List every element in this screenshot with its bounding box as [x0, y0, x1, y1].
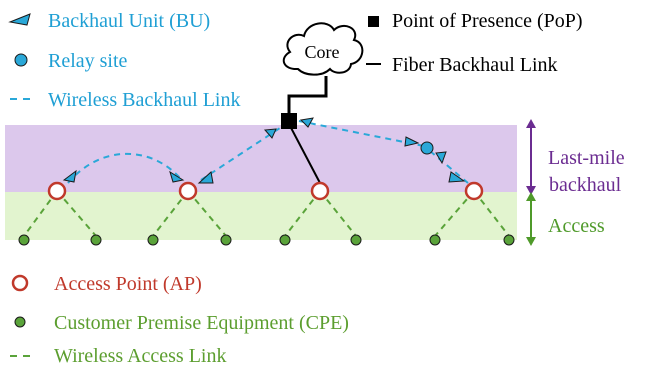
- backhaul-link-relay-ap4: [429, 150, 469, 184]
- legend-access-point-label: Access Point (AP): [54, 273, 202, 295]
- last-mile-band: [5, 125, 517, 192]
- backhaul-unit-icon: [435, 151, 447, 165]
- backhaul-unit-icon: [62, 169, 77, 183]
- backhaul-units: [62, 117, 466, 184]
- core-fiber-link: [287, 76, 328, 113]
- access-point-node: [464, 181, 484, 201]
- pop-square-icon: [368, 16, 379, 27]
- legend-cpe: Customer Premise Equipment (CPE): [14, 312, 349, 334]
- arrow-up-icon: [526, 192, 536, 201]
- legend-relay-site-label: Relay site: [48, 50, 128, 72]
- arrow-down-icon: [526, 186, 536, 195]
- access-link: [187, 190, 227, 237]
- legend-backhaul-unit: Backhaul Unit (BU): [8, 10, 210, 32]
- legend-pop-label: Point of Presence (PoP): [392, 10, 583, 32]
- backhaul-unit-icon: [448, 171, 466, 183]
- access-bracket: [526, 192, 536, 246]
- cpe-icon: [14, 316, 26, 328]
- backhaul-unit-icon: [169, 170, 185, 183]
- access-link: [56, 190, 97, 237]
- access-point-icon: [11, 274, 29, 292]
- cloud-icon: [282, 22, 364, 76]
- legend-wireless-access-link-label: Wireless Access Link: [54, 345, 226, 367]
- last-mile-label-line2: backhaul: [549, 174, 622, 196]
- access-link: [473, 190, 510, 237]
- fiber-link-pop-ap3: [288, 123, 321, 184]
- core-cloud: Core: [282, 22, 364, 76]
- access-point-node: [310, 181, 330, 201]
- legend-point-of-presence: Point of Presence (PoP): [368, 10, 583, 32]
- cpe-node: [90, 234, 102, 246]
- arrow-down-icon: [526, 237, 536, 246]
- backhaul-unit-icon: [8, 13, 31, 26]
- cpe-node: [429, 234, 441, 246]
- backhaul-unit-icon: [263, 128, 277, 139]
- legend-cpe-label: Customer Premise Equipment (CPE): [54, 312, 349, 334]
- legend-wireless-backhaul-link-label: Wireless Backhaul Link: [48, 89, 240, 111]
- legend-fiber-backhaul-link: Fiber Backhaul Link: [366, 54, 558, 76]
- arrow-up-icon: [526, 119, 536, 128]
- core-label: Core: [305, 42, 340, 62]
- access-link: [434, 190, 475, 237]
- access-link: [284, 190, 321, 237]
- legend-relay-site: Relay site: [14, 50, 128, 72]
- cpe-node: [147, 234, 159, 246]
- backhaul-link-ap1-ap2: [67, 152, 181, 184]
- backhaul-unit-icon: [404, 136, 420, 147]
- relay-site-node: [420, 141, 434, 155]
- access-points: [47, 181, 484, 201]
- cpe-nodes: [18, 234, 515, 246]
- cpe-node: [503, 234, 515, 246]
- backhaul-unit-icon: [299, 117, 314, 128]
- legend-fiber-label: Fiber Backhaul Link: [392, 54, 558, 76]
- access-link: [152, 190, 189, 237]
- access-link: [23, 190, 58, 237]
- access-point-node: [47, 181, 67, 201]
- backhaul-unit-icon: [197, 171, 214, 184]
- cpe-node: [279, 234, 291, 246]
- legend-backhaul-unit-label: Backhaul Unit (BU): [48, 10, 210, 32]
- pop-node: [281, 113, 297, 129]
- cpe-node: [350, 234, 362, 246]
- cpe-node: [220, 234, 232, 246]
- access-point-node: [178, 181, 198, 201]
- cpe-node: [18, 234, 30, 246]
- access-band: [5, 192, 517, 240]
- access-link: [319, 190, 357, 237]
- relay-site-icon: [14, 53, 28, 67]
- legend-wireless-backhaul-link: Wireless Backhaul Link: [10, 89, 240, 111]
- wireless-access-links: [23, 190, 510, 237]
- legend-access-point: Access Point (AP): [11, 273, 202, 295]
- legend-wireless-access-link: Wireless Access Link: [10, 345, 226, 367]
- last-mile-bracket: [526, 119, 536, 195]
- access-label: Access: [548, 215, 605, 237]
- last-mile-label-line1: Last-mile: [548, 147, 625, 169]
